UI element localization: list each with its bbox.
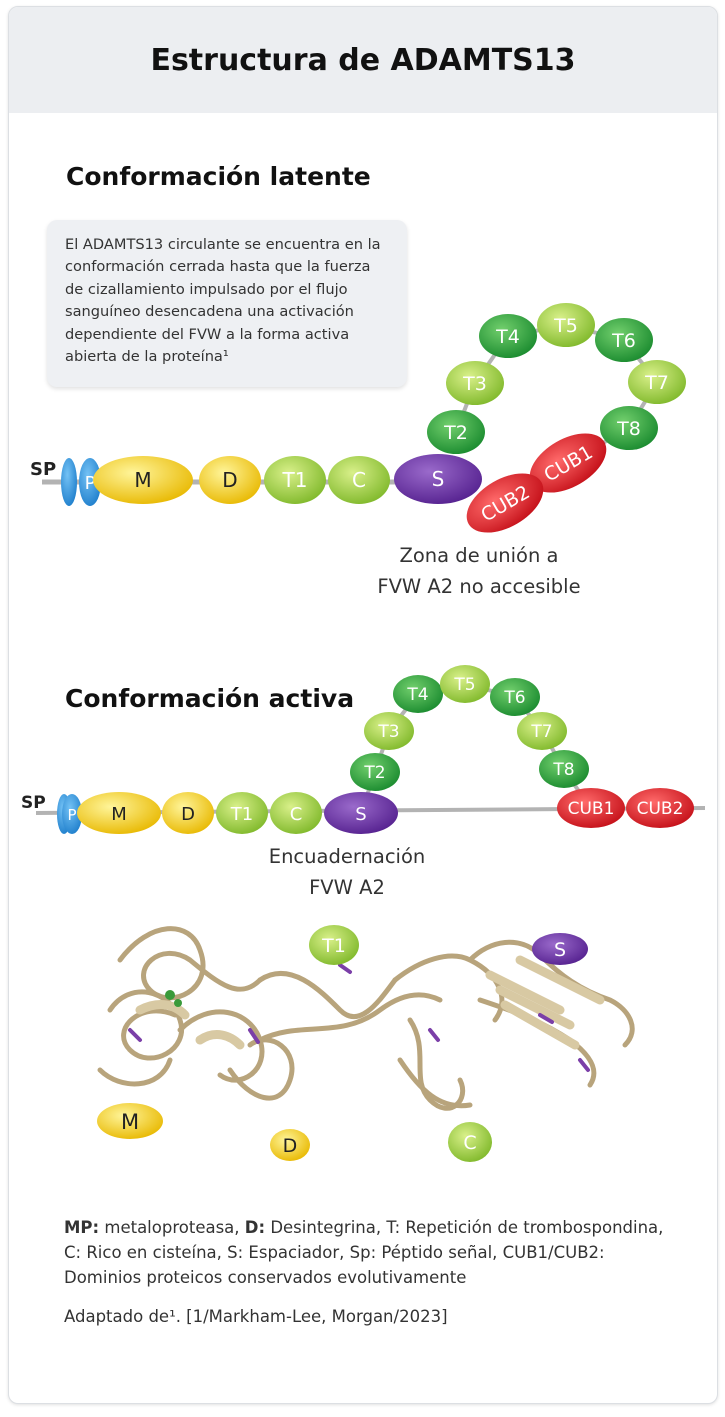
svg-text:C: C <box>463 1132 476 1154</box>
domain-s: S <box>394 454 482 504</box>
svg-text:T8: T8 <box>616 418 641 440</box>
domain-m: M <box>93 456 193 504</box>
svg-text:T7: T7 <box>530 722 552 742</box>
structure-card: Estructura de ADAMTS13 Conformación late… <box>8 6 718 1404</box>
active-domain-cub1: CUB1 <box>557 788 625 828</box>
svg-text:T4: T4 <box>495 326 520 348</box>
svg-text:C: C <box>352 468 366 492</box>
svg-text:T7: T7 <box>644 372 669 394</box>
active-heading: Conformación activa <box>65 684 355 713</box>
svg-text:T1: T1 <box>321 935 346 957</box>
active-domain-s: S <box>324 792 398 834</box>
svg-text:T1: T1 <box>230 804 253 825</box>
domain-cub1: CUB1 <box>529 433 607 493</box>
active-domain-t7: T7 <box>517 712 567 750</box>
source-note: Adaptado de¹. [1/Markham-Lee, Morgan/202… <box>64 1307 448 1326</box>
svg-text:S: S <box>554 939 566 961</box>
svg-text:M: M <box>134 468 151 492</box>
latent-heading: Conformación latente <box>66 162 371 191</box>
svg-text:T4: T4 <box>406 685 428 705</box>
svg-text:CUB2: CUB2 <box>637 799 684 819</box>
latent-caption: Zona de unión a FVW A2 no accesible <box>349 540 609 602</box>
svg-text:T1: T1 <box>282 468 308 492</box>
domain-t5: T5 <box>537 303 595 347</box>
legend-d-abbr: D: <box>244 1218 266 1237</box>
domain-t2: T2 <box>427 410 485 454</box>
active-domain-cub2: CUB2 <box>626 788 694 828</box>
domain-c: C <box>328 456 390 504</box>
active-caption-line2: FVW A2 <box>309 876 385 899</box>
domain-t8: T8 <box>600 406 658 450</box>
latent-caption-line1: Zona de unión a <box>399 544 559 567</box>
domain-t7: T7 <box>628 360 686 404</box>
active-domain-t8: T8 <box>539 750 589 788</box>
ribbon-label-d: D <box>270 1129 310 1161</box>
svg-text:T2: T2 <box>443 422 468 444</box>
protein-ribbon-structure <box>97 926 635 1111</box>
domain-t4: T4 <box>479 314 537 358</box>
legend-mp-abbr: MP: <box>64 1218 100 1237</box>
svg-text:P: P <box>85 473 96 494</box>
svg-text:D: D <box>181 804 195 825</box>
latent-diagram: SP P M D T1 C S T2 <box>30 303 686 533</box>
active-domain-d: D <box>162 792 214 834</box>
svg-text:D: D <box>283 1135 298 1157</box>
ribbon-label-c: C <box>448 1122 492 1162</box>
active-domain-t5: T5 <box>440 665 490 703</box>
domain-t1: T1 <box>264 456 326 504</box>
svg-text:S: S <box>355 804 366 825</box>
svg-text:CUB1: CUB1 <box>568 799 615 819</box>
active-domain-t1: T1 <box>216 792 268 834</box>
svg-text:T3: T3 <box>377 722 399 742</box>
active-diagram: SP P M D T1 C S T2 <box>21 665 706 834</box>
domain-t6: T6 <box>595 318 653 362</box>
domain-d: D <box>199 456 261 504</box>
latent-note-text: El ADAMTS13 circulante se encuentra en l… <box>65 236 381 366</box>
active-domain-m: M <box>77 792 161 834</box>
svg-text:T5: T5 <box>553 315 578 337</box>
domain-p: P <box>79 458 101 506</box>
svg-text:C: C <box>290 804 303 825</box>
svg-text:M: M <box>121 1110 139 1134</box>
svg-text:T6: T6 <box>503 688 525 708</box>
domain-sp: SP <box>30 459 56 480</box>
svg-text:T8: T8 <box>552 760 574 780</box>
latent-caption-line2: FVW A2 no accesible <box>377 575 581 598</box>
domain-cub2: CUB2 <box>466 473 544 533</box>
svg-text:M: M <box>111 804 127 825</box>
svg-text:T6: T6 <box>611 330 636 352</box>
active-caption: Encuadernación FVW A2 <box>237 841 457 903</box>
svg-text:P: P <box>67 806 76 824</box>
active-domain-c: C <box>270 792 322 834</box>
active-domain-t4: T4 <box>393 675 443 713</box>
active-domain-t3: T3 <box>364 712 414 750</box>
domain-t3: T3 <box>446 361 504 405</box>
svg-text:T5: T5 <box>453 675 475 695</box>
ribbon-label-s: S <box>532 933 588 965</box>
legend-d-text: Desintegrina, T: Repetición de trombospo… <box>64 1218 664 1287</box>
page-title: Estructura de ADAMTS13 <box>150 43 576 78</box>
svg-text:SP: SP <box>21 793 46 813</box>
legend: MP: metaloproteasa, D: Desintegrina, T: … <box>64 1215 684 1290</box>
active-domain-sp: SP <box>21 793 46 813</box>
header: Estructura de ADAMTS13 <box>9 7 717 113</box>
active-domain-t2: T2 <box>350 753 400 791</box>
svg-text:S: S <box>432 467 445 491</box>
domain-sp-shape <box>61 458 77 506</box>
svg-text:D: D <box>222 468 237 492</box>
active-caption-line1: Encuadernación <box>268 845 426 868</box>
active-domain-p: P <box>62 794 82 834</box>
latent-note: El ADAMTS13 circulante se encuentra en l… <box>47 220 407 387</box>
svg-text:T2: T2 <box>363 763 385 783</box>
legend-mp-text: metaloproteasa, <box>99 1218 245 1237</box>
ribbon-label-m: M <box>97 1103 163 1139</box>
svg-text:SP: SP <box>30 459 56 480</box>
ribbon-label-t1: T1 <box>309 925 359 965</box>
active-domain-t6: T6 <box>490 678 540 716</box>
svg-text:T3: T3 <box>462 373 487 395</box>
